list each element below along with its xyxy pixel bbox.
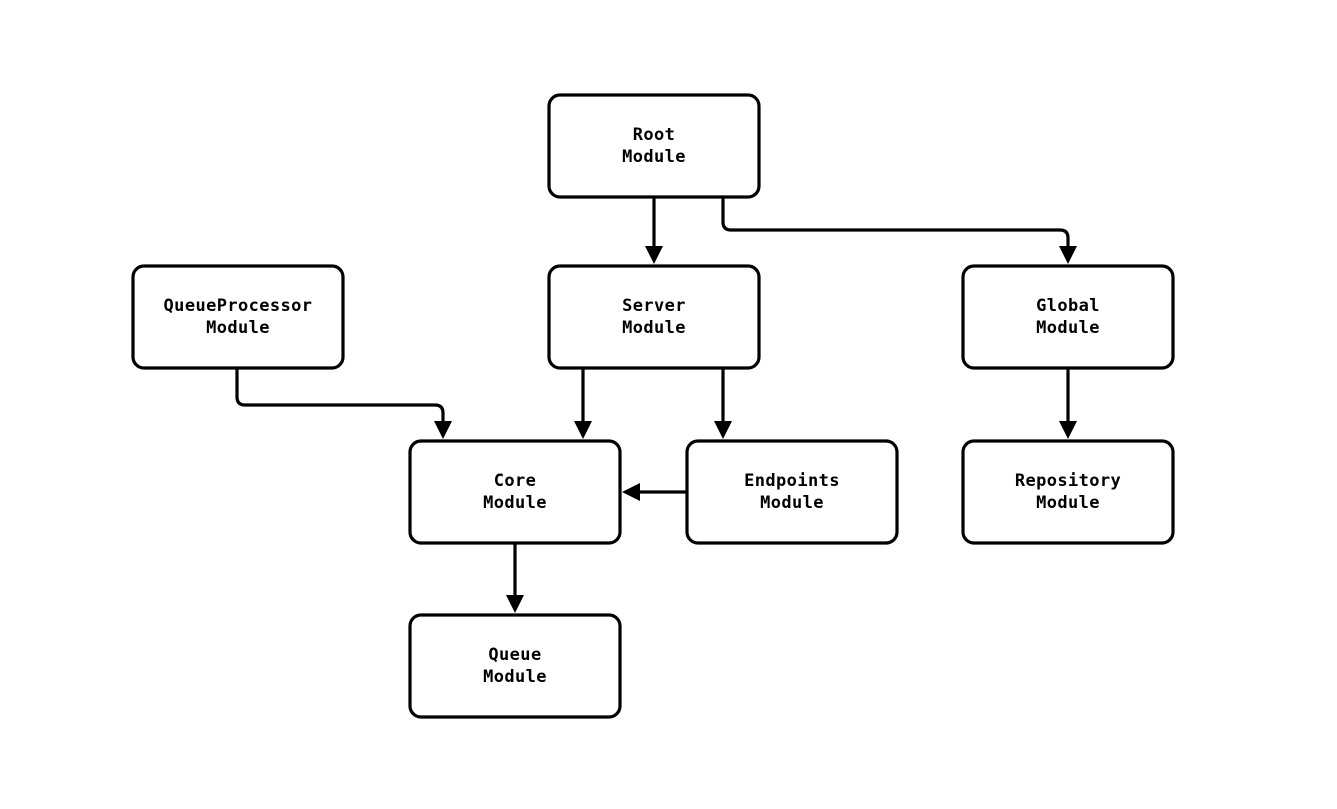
node-label-line1: Core	[494, 471, 537, 491]
node-box[interactable]	[547, 264, 761, 370]
edge-global-to-repository	[1059, 368, 1077, 439]
arrowhead-icon	[1059, 421, 1077, 439]
edge-core-to-queue	[506, 543, 524, 613]
node-label-line1: Repository	[1015, 471, 1121, 491]
edge-line	[721, 197, 1070, 252]
arrowhead-icon	[574, 421, 592, 439]
node-label-line2: Module	[760, 493, 824, 513]
node-box[interactable]	[547, 93, 761, 199]
arrowhead-icon	[714, 421, 732, 439]
nodes-layer: RootModuleQueueProcessorModuleServerModu…	[131, 93, 1175, 719]
arrowhead-icon	[434, 421, 452, 439]
node-label-line2: Module	[483, 493, 547, 513]
edge-queueprocessor-to-core	[235, 368, 452, 439]
arrowhead-icon	[645, 246, 663, 264]
node-label-line2: Module	[1036, 493, 1100, 513]
node-label-line1: Server	[622, 296, 686, 316]
edge-root-to-global	[721, 197, 1077, 264]
node-label-line2: Module	[1036, 318, 1100, 338]
node-label-line1: Root	[633, 125, 676, 145]
node-label-line1: Global	[1036, 296, 1100, 316]
edge-server-to-core	[574, 368, 592, 439]
node-label-line2: Module	[622, 147, 686, 167]
node-label-line1: QueueProcessor	[164, 296, 313, 316]
node-box[interactable]	[131, 264, 345, 370]
node-box[interactable]	[961, 439, 1175, 545]
arrowhead-icon	[622, 483, 640, 501]
node-label-line2: Module	[622, 318, 686, 338]
node-label-line2: Module	[483, 667, 547, 687]
node-box[interactable]	[408, 439, 622, 545]
edge-server-to-endpoints	[714, 368, 732, 439]
edge-root-to-server	[645, 197, 663, 264]
edge-line	[235, 368, 445, 427]
node-box[interactable]	[685, 439, 899, 545]
edge-endpoints-to-core	[622, 483, 687, 501]
edges-layer	[235, 197, 1077, 613]
node-box[interactable]	[961, 264, 1175, 370]
node-label-line1: Endpoints	[744, 471, 840, 491]
node-label-line1: Queue	[488, 645, 541, 665]
arrowhead-icon	[506, 595, 524, 613]
node-label-line2: Module	[206, 318, 270, 338]
node-box[interactable]	[408, 613, 622, 719]
arrowhead-icon	[1059, 246, 1077, 264]
